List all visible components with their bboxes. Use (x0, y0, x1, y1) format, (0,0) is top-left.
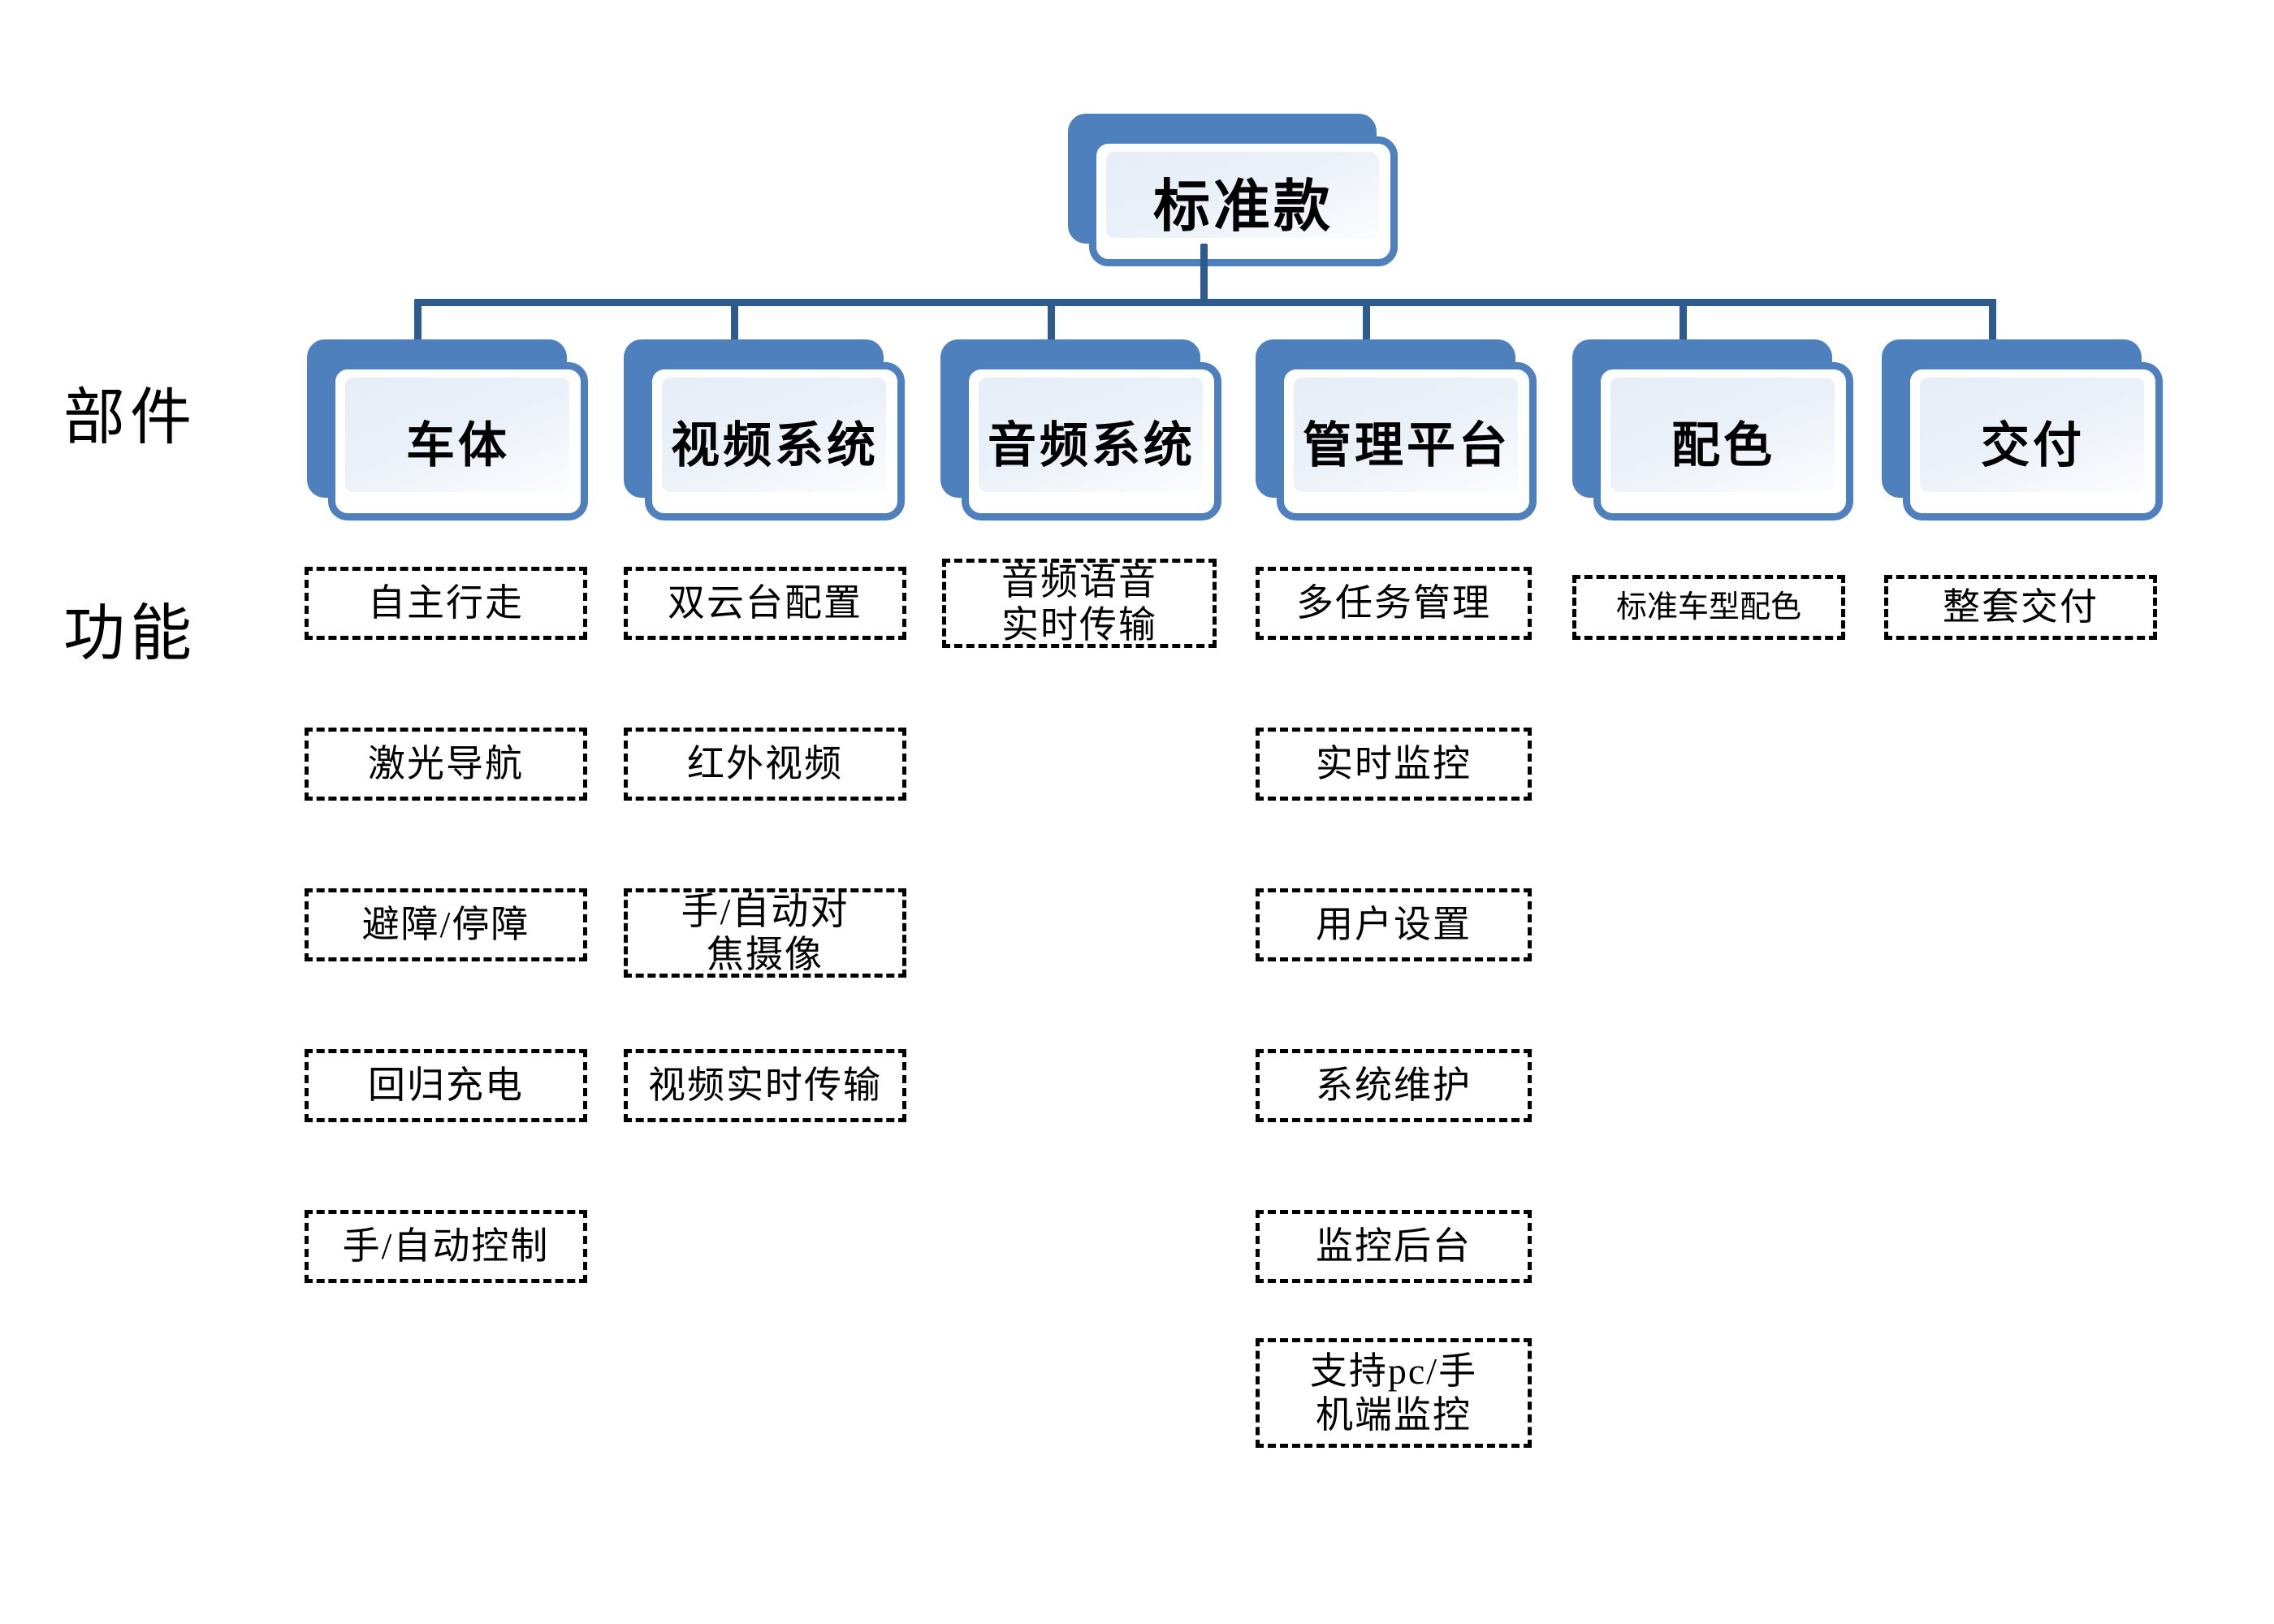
function-box-label: 标准车型配色 (1615, 590, 1801, 624)
node-component-label: 配色 (1671, 419, 1775, 473)
function-box[interactable]: 视频实时传输 (624, 1049, 906, 1122)
node-inner-fill (1610, 378, 1835, 492)
function-box-label: 音频语音实时传输 (1001, 560, 1157, 646)
function-box[interactable]: 双云台配置 (624, 567, 906, 640)
function-box[interactable]: 监控后台 (1256, 1210, 1532, 1283)
function-box[interactable]: 自主行走 (305, 567, 587, 640)
function-box[interactable]: 音频语音实时传输 (942, 559, 1217, 648)
connector-drop-5 (1680, 299, 1687, 348)
function-box[interactable]: 系统维护 (1256, 1049, 1532, 1122)
node-front-layer: 车体 (328, 362, 588, 520)
node-root-label: 标准款 (1153, 175, 1334, 239)
function-box-label: 多任务管理 (1296, 582, 1491, 624)
function-box-label: 激光导航 (368, 743, 524, 785)
function-box-label: 双云台配置 (668, 582, 862, 624)
node-front-layer: 配色 (1593, 362, 1853, 520)
connector-drop-1 (414, 299, 422, 348)
function-box-label: 监控后台 (1316, 1225, 1472, 1268)
row-label-components: 部件 (63, 384, 197, 452)
node-component-label: 音频系统 (988, 419, 1195, 473)
connector-root-stem (1200, 244, 1208, 300)
function-box-label: 回归充电 (368, 1065, 524, 1107)
node-component-color-scheme[interactable]: 配色 (1572, 339, 1853, 520)
function-box-label: 系统维护 (1316, 1065, 1472, 1107)
node-inner-fill (662, 378, 886, 492)
node-component-label: 交付 (1981, 419, 2085, 473)
function-box[interactable]: 标准车型配色 (1572, 575, 1845, 640)
function-box-label: 支持pc/手机端监控 (1309, 1350, 1478, 1436)
connector-drop-3 (1048, 299, 1055, 348)
function-box-label: 避障/停障 (361, 904, 530, 946)
function-box[interactable]: 用户设置 (1256, 888, 1532, 961)
node-inner-fill (1294, 378, 1518, 492)
node-root-standard-model[interactable]: 标准款 (1068, 114, 1398, 266)
node-component-label: 视频系统 (671, 419, 879, 473)
row-label-functions: 功能 (63, 600, 197, 668)
function-box-label: 红外视频 (687, 743, 843, 785)
function-box[interactable]: 避障/停障 (305, 888, 587, 961)
node-front-layer: 标准款 (1089, 136, 1398, 266)
function-box-label: 手/自动控制 (342, 1225, 550, 1268)
function-box-label: 自主行走 (368, 582, 524, 624)
node-component-label: 车体 (406, 419, 510, 473)
function-box[interactable]: 实时监控 (1256, 728, 1532, 801)
node-component-video-system[interactable]: 视频系统 (624, 339, 905, 520)
node-component-delivery[interactable]: 交付 (1882, 339, 2163, 520)
node-inner-fill (979, 378, 1203, 492)
function-box[interactable]: 多任务管理 (1256, 567, 1532, 640)
node-inner-fill (345, 378, 569, 492)
connector-drop-6 (1989, 299, 1996, 348)
node-front-layer: 视频系统 (645, 362, 905, 520)
function-box[interactable]: 手/自动对焦摄像 (624, 888, 906, 978)
function-box[interactable]: 手/自动控制 (305, 1210, 587, 1283)
node-front-layer: 管理平台 (1277, 362, 1537, 520)
node-component-label: 管理平台 (1303, 419, 1511, 473)
function-box[interactable]: 整套交付 (1884, 575, 2157, 640)
function-box[interactable]: 激光导航 (305, 728, 587, 801)
function-box-label: 实时监控 (1316, 743, 1472, 785)
node-inner-fill (1920, 378, 2144, 492)
node-front-layer: 交付 (1903, 362, 2163, 520)
connector-drop-4 (1363, 299, 1370, 348)
node-front-layer: 音频系统 (962, 362, 1221, 520)
function-box[interactable]: 支持pc/手机端监控 (1256, 1338, 1532, 1448)
function-box[interactable]: 红外视频 (624, 728, 906, 801)
node-inner-fill (1106, 152, 1379, 238)
function-box[interactable]: 回归充电 (305, 1049, 587, 1122)
function-box-label: 手/自动对焦摄像 (681, 890, 850, 975)
function-box-label: 用户设置 (1316, 904, 1472, 946)
connector-horizontal-bus (414, 299, 1996, 306)
node-component-audio-system[interactable]: 音频系统 (940, 339, 1221, 520)
node-component-vehicle-body[interactable]: 车体 (307, 339, 588, 520)
node-component-management-platform[interactable]: 管理平台 (1256, 339, 1537, 520)
function-box-label: 视频实时传输 (648, 1065, 882, 1107)
function-box-label: 整套交付 (1943, 586, 2099, 628)
connector-drop-2 (731, 299, 738, 348)
